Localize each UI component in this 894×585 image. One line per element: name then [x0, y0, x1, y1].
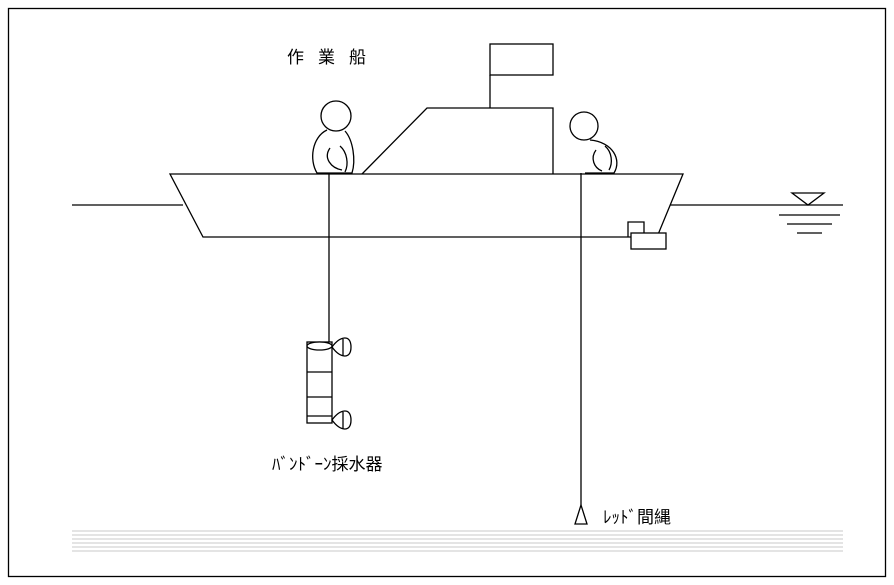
water-sampler: [306, 337, 352, 430]
boat-hull: [168, 173, 684, 238]
water-level-icon: [779, 192, 840, 234]
crew-member-right: [569, 111, 618, 174]
crew-member-left: [312, 100, 355, 174]
seabed: [72, 530, 843, 552]
lead-weight: [574, 502, 588, 525]
sampler-label: ﾊﾞﾝﾄﾞｰﾝ採水器: [272, 455, 383, 475]
stern-transducer: [627, 221, 667, 250]
boat-cabin: [361, 107, 554, 175]
diagram-frame: [7, 7, 887, 578]
lead-line-label: ﾚｯﾄﾞ間縄: [603, 508, 671, 528]
boat-flag: [489, 43, 554, 76]
boat-label: 作業船: [287, 48, 380, 68]
